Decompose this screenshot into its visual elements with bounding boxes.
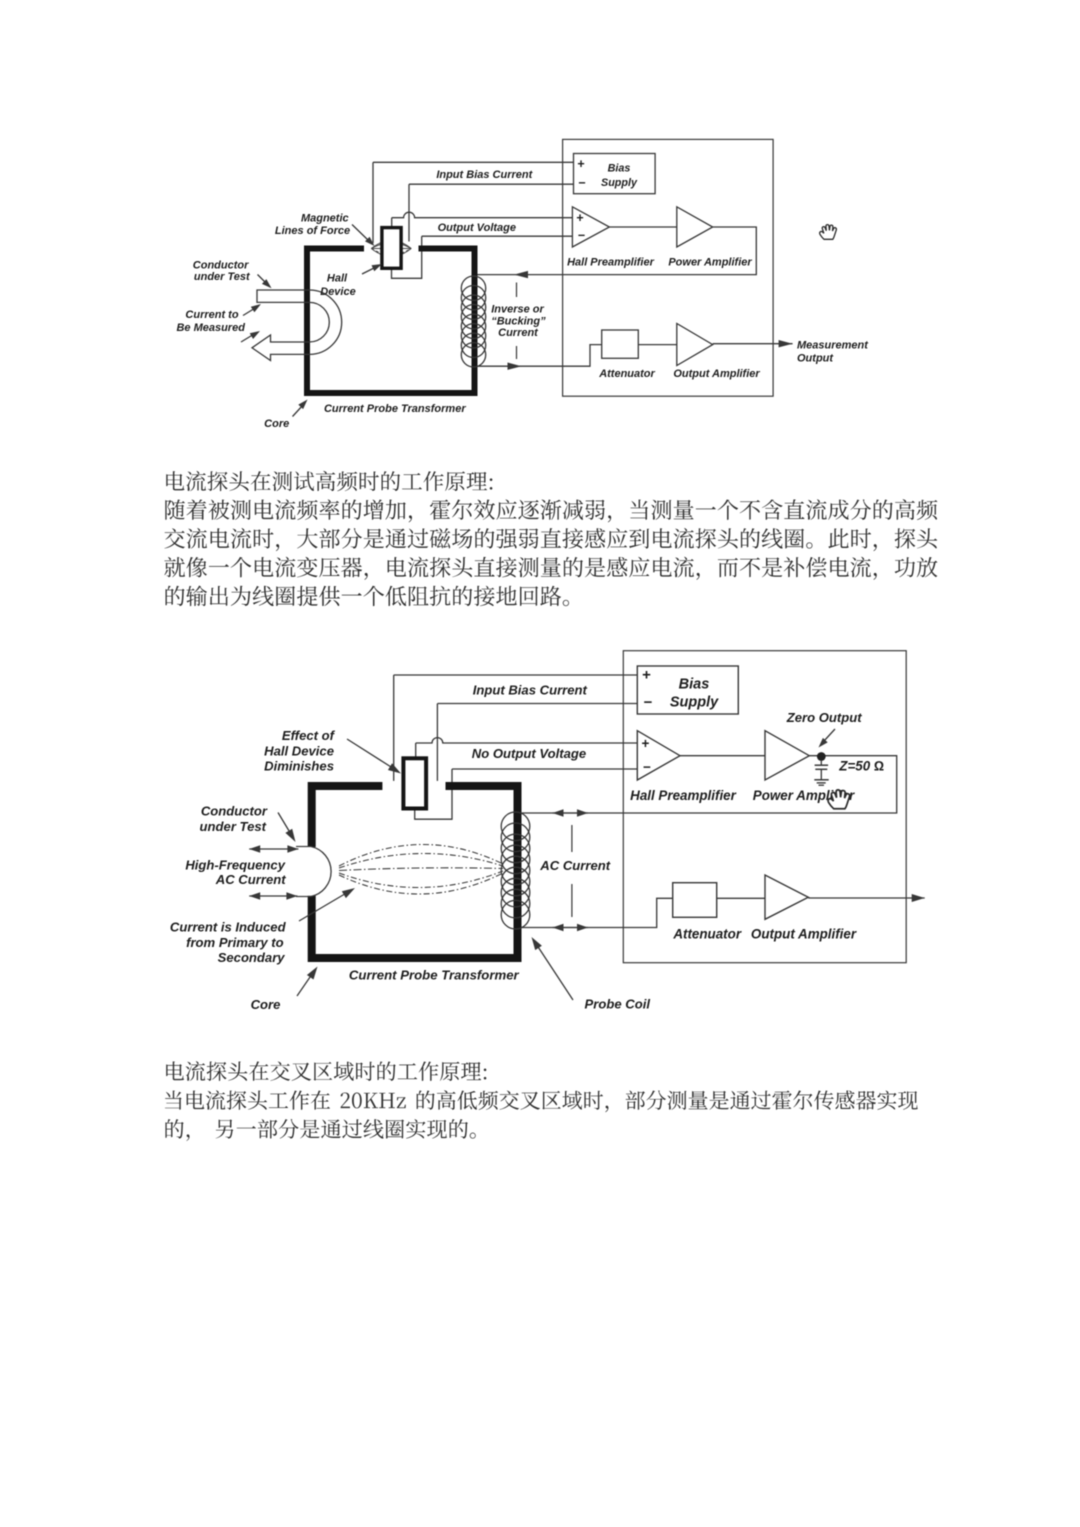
svg-text:+: + — [642, 667, 651, 684]
svg-text:Conductor: Conductor — [193, 259, 249, 271]
svg-text:Current to: Current to — [185, 309, 238, 321]
svg-text:+: + — [576, 211, 583, 225]
svg-text:Secondary: Secondary — [218, 950, 286, 965]
svg-text:Supply: Supply — [601, 177, 638, 189]
svg-text:from Primary to: from Primary to — [186, 935, 284, 950]
svg-text:Diminishes: Diminishes — [264, 759, 334, 774]
svg-text:Current Probe Transformer: Current Probe Transformer — [324, 403, 466, 415]
svg-text:under Test: under Test — [200, 819, 267, 834]
svg-text:−: − — [644, 694, 653, 711]
svg-text:Core: Core — [251, 997, 281, 1012]
svg-text:−: − — [578, 176, 585, 190]
svg-text:AC Current: AC Current — [539, 858, 610, 873]
svg-text:Hall Preamplifier: Hall Preamplifier — [567, 256, 655, 268]
svg-text:+: + — [642, 736, 650, 751]
svg-text:No Output Voltage: No Output Voltage — [472, 746, 586, 761]
svg-text:Zero Output: Zero Output — [786, 710, 863, 725]
svg-text:Output Amplifier: Output Amplifier — [751, 927, 857, 942]
svg-text:Z=50 Ω: Z=50 Ω — [838, 759, 884, 774]
svg-text:Attenuator: Attenuator — [598, 368, 655, 380]
svg-text:High-Frequency: High-Frequency — [185, 858, 285, 873]
svg-text:Magnetic: Magnetic — [301, 212, 349, 224]
svg-text:“Bucking”: “Bucking” — [491, 315, 546, 327]
svg-text:Input Bias Current: Input Bias Current — [436, 169, 533, 181]
svg-text:AC Current: AC Current — [215, 872, 286, 887]
svg-text:Inverse or: Inverse or — [491, 304, 544, 316]
svg-text:Supply: Supply — [670, 694, 719, 710]
svg-text:Power Amplifier: Power Amplifier — [668, 256, 752, 268]
svg-text:Current Probe Transformer: Current Probe Transformer — [349, 968, 520, 983]
svg-text:Lines of Force: Lines of Force — [275, 225, 350, 237]
svg-text:Core: Core — [264, 418, 289, 430]
svg-text:Device: Device — [320, 286, 355, 298]
svg-text:Bias: Bias — [608, 163, 631, 175]
svg-text:Measurement: Measurement — [797, 340, 869, 352]
svg-text:Be Measured: Be Measured — [176, 322, 245, 334]
svg-text:Current is Induced: Current is Induced — [170, 919, 287, 934]
svg-text:Hall Preamplifier: Hall Preamplifier — [630, 788, 736, 803]
svg-text:Conductor: Conductor — [201, 804, 268, 819]
svg-text:Probe Coil: Probe Coil — [585, 997, 651, 1012]
svg-text:Output: Output — [797, 353, 834, 365]
svg-text:Effect of: Effect of — [282, 728, 336, 743]
svg-text:Attenuator: Attenuator — [672, 927, 741, 942]
svg-text:Bias: Bias — [679, 677, 710, 693]
svg-text:Output Amplifier: Output Amplifier — [673, 368, 760, 380]
svg-text:Output Voltage: Output Voltage — [438, 222, 516, 234]
svg-text:Hall: Hall — [327, 273, 348, 285]
svg-text:Hall Device: Hall Device — [264, 743, 334, 758]
svg-text:−: − — [578, 228, 585, 242]
svg-text:−: − — [643, 760, 651, 775]
svg-text:under Test: under Test — [194, 271, 251, 283]
svg-text:Input Bias Current: Input Bias Current — [473, 683, 588, 698]
svg-text:Current: Current — [498, 327, 539, 339]
svg-text:+: + — [577, 157, 584, 171]
